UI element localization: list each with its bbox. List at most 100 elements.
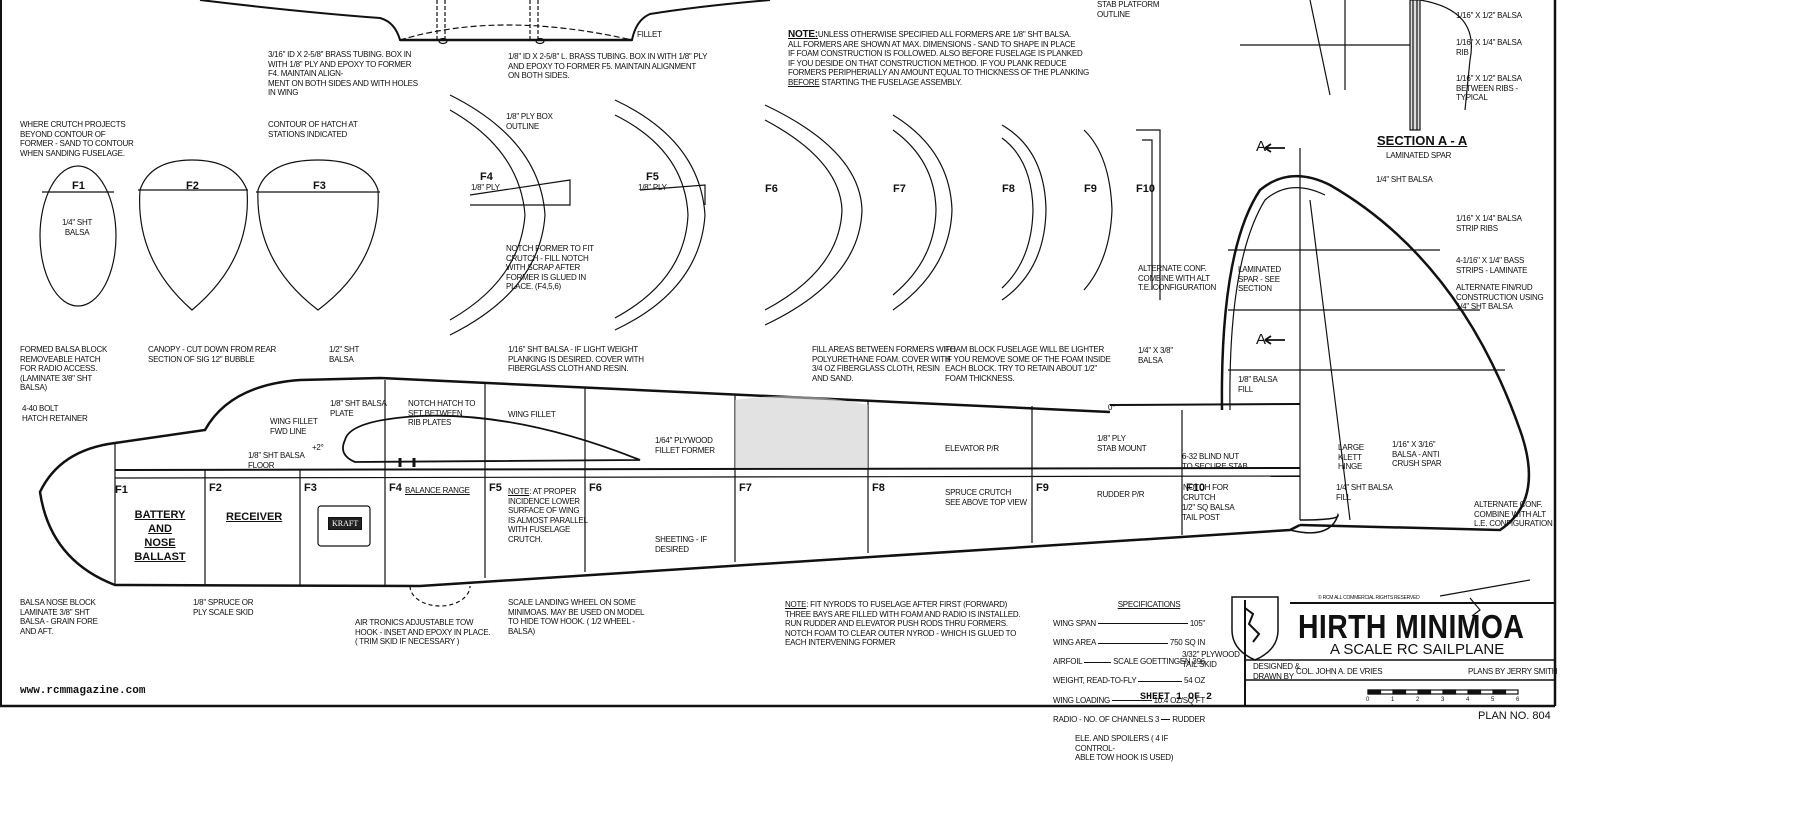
alt-fin-label: ALTERNATE FIN/RUD CONSTRUCTION USING 1/4… [1456, 283, 1544, 312]
landing-wheel-label: SCALE LANDING WHEEL ON SOME MINIMOAS. MA… [508, 598, 645, 636]
former-f2 [138, 159, 248, 311]
station-f7: F7 [739, 482, 752, 494]
quarter-balsa-label: 1/4" X 3/8" BALSA [1138, 346, 1173, 365]
note-heading: NOTE: [788, 29, 818, 40]
hatch-block-label: FORMED BALSA BLOCK REMOVEABLE HATCH FOR … [20, 345, 108, 393]
wing-fillet-label: WING FILLET [508, 410, 556, 419]
spec-value: 105" [1189, 618, 1205, 628]
scale-bar [1367, 689, 1519, 695]
station-f6: F6 [589, 482, 602, 494]
wing-top-view [199, 0, 771, 45]
stab-platform-label: STAB PLATFORM OUTLINE [1097, 0, 1160, 19]
scale-tick-3: 3 [1441, 697, 1445, 703]
spec-label: WING LOADING [1053, 695, 1111, 705]
fuselage-side-view [38, 376, 1339, 607]
alt-te-label: ALTERNATE CONF. COMBINE WITH ALT T.E. CO… [1138, 264, 1217, 293]
former-label-f4: F4 [480, 171, 493, 183]
quarter-sht-fill-label: 1/4" SHT BALSA FILL [1336, 483, 1393, 502]
designed-by-label: DESIGNED & DRAWN BY [1253, 662, 1300, 681]
elevator-pr-label: ELEVATOR P/R [945, 444, 999, 453]
blind-nut-label: 6-32 BLIND NUT TO SECURE STAB [1182, 452, 1248, 471]
scale-tick-2: 2 [1416, 697, 1420, 703]
incidence-note-text: : AT PROPER INCIDENCE LOWER SURFACE OF W… [508, 487, 588, 544]
hatch-contour-note: CONTOUR OF HATCH AT STATIONS INDICATED [268, 120, 358, 139]
f5-ply-label: 1/8" PLY [638, 183, 667, 192]
canopy-label: CANOPY - CUT DOWN FROM REAR SECTION OF S… [148, 345, 277, 364]
former-label-f1: F1 [72, 180, 85, 192]
spec-label: WING SPAN [1053, 618, 1096, 628]
fillet-former-label: 1/64" PLYWOOD FILLET FORMER [655, 436, 715, 455]
balance-range-label: BALANCE RANGE [405, 486, 470, 495]
spec-value: 54 OZ [1184, 676, 1205, 686]
nyrod-note-text: : FIT NYRODS TO FUSELAGE AFTER FIRST (FO… [785, 600, 1021, 648]
anti-crush-spar-label: 1/16" X 3/16" BALSA - ANTI CRUSH SPAR [1392, 440, 1442, 469]
note-before: BEFORE [788, 77, 820, 87]
station-f5: F5 [489, 482, 502, 494]
alt-le-label: ALTERNATE CONF. COMBINE WITH ALT L.E. CO… [1474, 500, 1553, 529]
spec-label: AIRFOIL [1053, 657, 1083, 667]
foam-fill-label: FILL AREAS BETWEEN FORMERS WITH POLYURET… [812, 345, 956, 383]
brass-tube-f5-label: 1/8" ID X 2-5/8" L. BRASS TUBING. BOX IN… [508, 52, 708, 81]
spec-row: WEIGHT, READ-TO-FLY 54 OZ [1053, 676, 1205, 686]
notch-former-note: NOTCH FORMER TO FIT CRUTCH - FILL NOTCH … [506, 244, 594, 292]
former-label-f10: F10 [1136, 183, 1155, 195]
former-f9 [1083, 129, 1113, 291]
stab-platform-outline [1240, 0, 1472, 111]
floor-label: 1/8" SHT BALSA FLOOR [248, 451, 305, 470]
station-f10: F10 [1186, 482, 1205, 494]
section-aa-title: SECTION A - A [1377, 133, 1468, 148]
landing-wheel [409, 585, 471, 607]
plan-number: PLAN NO. 804 [1478, 710, 1551, 722]
klett-hinge-label: LARGE KLETT HINGE [1338, 443, 1364, 472]
scale-tick-6: 6 [1516, 697, 1520, 703]
scale-tick-5: 5 [1491, 697, 1495, 703]
tow-hook-label: AIR TRONICS ADJUSTABLE TOW HOOK - INSET … [355, 618, 491, 647]
incidence-note-heading: NOTE [508, 487, 530, 496]
ply-box-label: 1/8" PLY BOX OUTLINE [506, 112, 553, 131]
spec-label: RADIO - NO. OF CHANNELS 3 [1053, 714, 1160, 724]
rudder-pr-label: RUDDER P/R [1097, 490, 1145, 499]
plate-label: 1/8" SHT BALSA PLATE [330, 399, 387, 418]
f1-material-label: 1/4" SHT BALSA [62, 218, 93, 237]
scale-tick-1: 1 [1391, 697, 1395, 703]
spec-radio-cont: ELE. AND SPOILERS ( 4 IF CONTROL- ABLE T… [1075, 733, 1174, 763]
crest-emblem [1231, 596, 1279, 661]
title-block-frame [1231, 579, 1555, 706]
note-text: UNLESS OTHERWISE SPECIFIED ALL FORMERS A… [788, 30, 1089, 78]
station-f3: F3 [304, 482, 317, 494]
spar-balsa-label: 1/16" X 1/2" BALSA [1456, 11, 1522, 20]
sheeting-label: SHEETING - IF DESIRED [655, 535, 707, 554]
bass-strips-label: 4-1/16" X 1/4" BASS STRIPS - LAMINATE [1456, 256, 1528, 275]
scale-skid-label: 1/8" SPRUCE OR PLY SCALE SKID [193, 598, 254, 617]
designer-name: COL. JOHN A. de VRIES [1296, 667, 1383, 676]
copyright-label: © RCM ALL COMMERCIAL RIGHTS RESERVED [1318, 595, 1420, 601]
nyrod-note: NOTE: FIT NYRODS TO FUSELAGE AFTER FIRST… [785, 600, 1021, 648]
incidence-note: NOTE: AT PROPER INCIDENCE LOWER SURFACE … [508, 487, 588, 545]
former-f6 [764, 104, 863, 326]
spec-label: WEIGHT, READ-TO-FLY [1053, 676, 1137, 686]
tail-skid [1289, 512, 1339, 534]
station-f9: F9 [1036, 482, 1049, 494]
fin-sht-balsa-label: 1/4" SHT BALSA [1376, 175, 1433, 184]
former-label-f5: F5 [646, 171, 659, 183]
fillet-fwd-label: WING FILLET FWD LINE [270, 417, 318, 436]
tail-post-label: 1/2" SQ BALSA TAIL POST [1182, 503, 1235, 522]
fin-rudder [1109, 143, 1531, 532]
stab-mount-label: 1/8" PLY STAB MOUNT [1097, 434, 1147, 453]
former-f1 [39, 165, 117, 307]
crutch-note: WHERE CRUTCH PROJECTS BEYOND CONTOUR OF … [20, 120, 134, 158]
former-f7 [892, 114, 953, 311]
station-f4: F4 [389, 482, 402, 494]
laminated-spar-label: LAMINATED SPAR - SEE SECTION [1238, 265, 1281, 294]
spec-value: 750 SQ IN [1169, 637, 1205, 647]
note-tail: STARTING THE FUSELAGE ASSEMBLY. [819, 77, 962, 87]
former-f10 [1136, 129, 1161, 300]
notch-crutch-label: NOTCH FOR CRUTCH [1183, 483, 1229, 502]
station-f8: F8 [872, 482, 885, 494]
spar-between-ribs-label: 1/16" X 1/2" BALSA BETWEEN RIBS - TYPICA… [1456, 74, 1522, 103]
half-sht-balsa-label: 1/2" SHT BALSA [329, 345, 360, 364]
